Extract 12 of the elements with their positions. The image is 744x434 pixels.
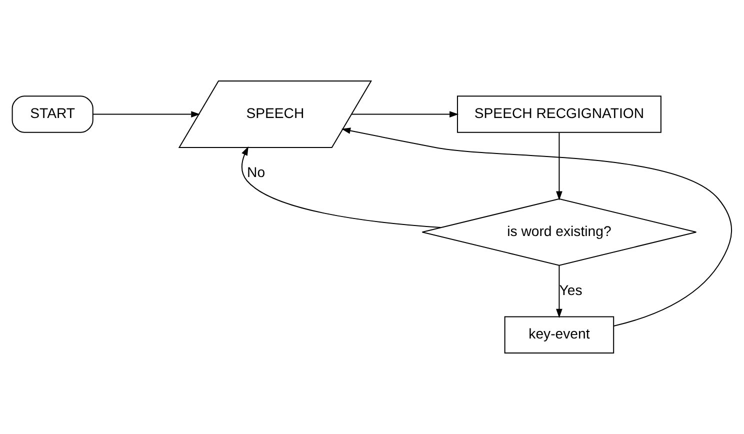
arrow — [352, 111, 459, 118]
node-box: START — [12, 96, 94, 133]
node-diamond: is word existing? — [422, 198, 697, 266]
arrow — [556, 132, 562, 200]
node-box: key-event — [504, 316, 614, 354]
arrow — [93, 111, 200, 118]
arrow — [241, 146, 441, 228]
edge-label: No — [247, 164, 266, 180]
arrow — [341, 128, 732, 326]
arrow — [556, 266, 562, 318]
edge-label: Yes — [559, 282, 582, 298]
node-box: SPEECH RECGIGNATION — [456, 96, 662, 133]
